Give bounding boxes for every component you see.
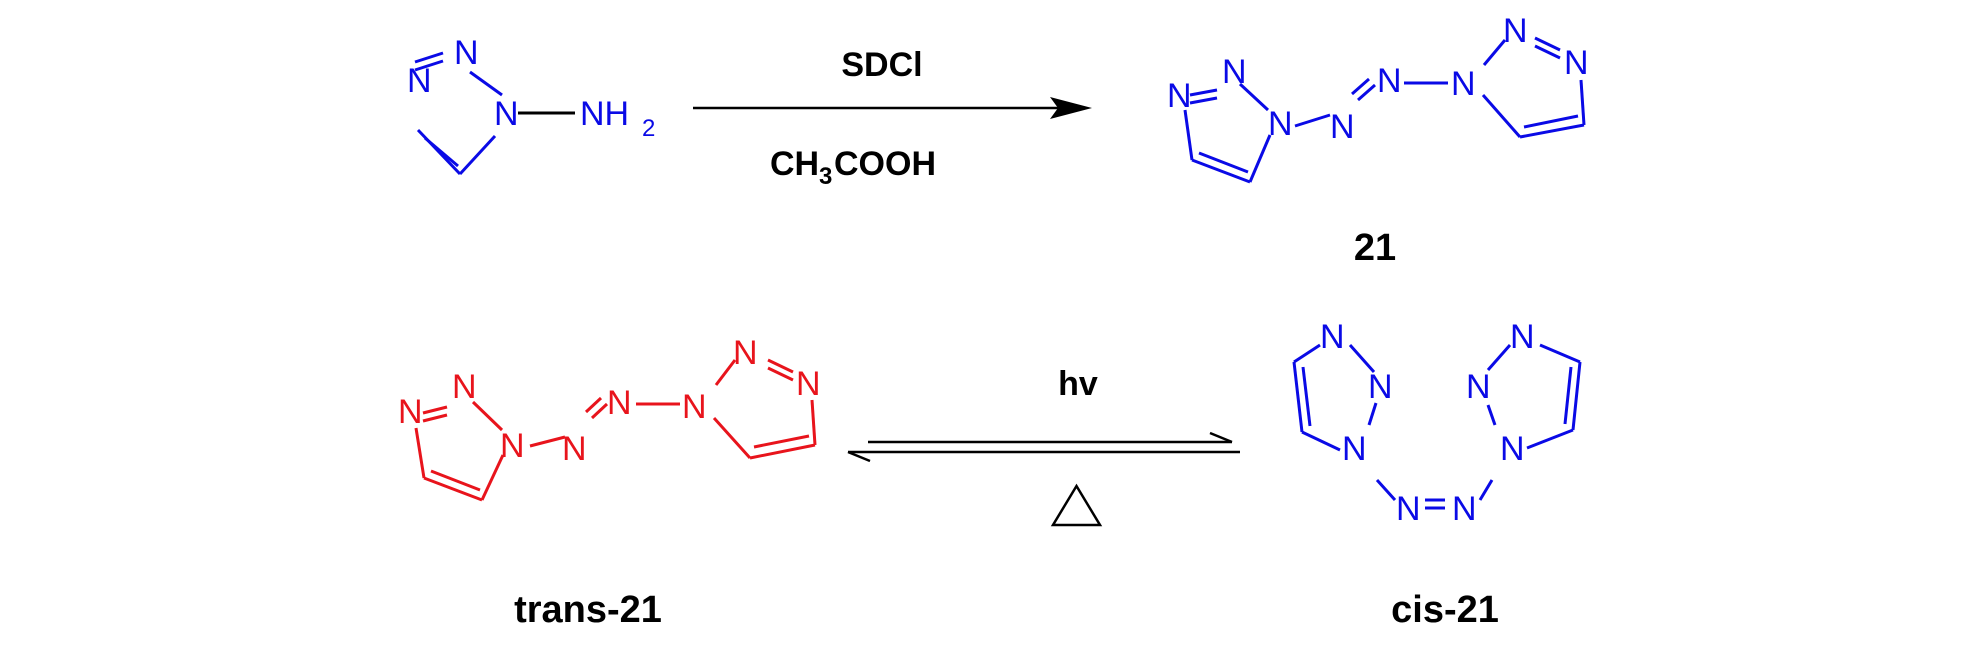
amine-nh-text: NH — [580, 95, 629, 133]
n-atom: N — [1222, 53, 1247, 91]
n-atom: N — [1396, 490, 1421, 528]
n-atom: N — [454, 34, 479, 72]
trans-21-atoms: N N N N N N N N — [398, 334, 821, 468]
equilibrium-arrows — [847, 431, 1240, 463]
compound-label-cis-21: cis-21 — [1391, 589, 1499, 631]
n-atom: N — [1342, 430, 1367, 468]
n-atom: N — [1564, 44, 1589, 82]
n-atom: N — [1377, 62, 1402, 100]
n-atom: N — [398, 393, 423, 431]
compound-label-21: 21 — [1354, 227, 1396, 269]
n-atom: N — [607, 384, 632, 422]
n-atom: N — [500, 427, 525, 465]
compound-label-trans-21: trans-21 — [514, 589, 662, 631]
n-atom: N — [682, 388, 707, 426]
reagent-cooh-text: COOH — [834, 145, 936, 183]
cis-21-atoms: N N N N N N N N — [1320, 318, 1535, 528]
reagent-subscript: 3 — [819, 163, 832, 190]
aminotriazole-atoms: N N N NH 2 — [407, 34, 655, 142]
n-atom: N — [1452, 490, 1477, 528]
n-atom: N — [1167, 77, 1192, 115]
n-atom: N — [1268, 105, 1293, 143]
condition-hv: hv — [1058, 365, 1098, 403]
n-atom: N — [796, 365, 821, 403]
n-atom: N — [1451, 65, 1476, 103]
n-atom: N — [1320, 318, 1345, 356]
n-atom: N — [1503, 12, 1528, 50]
product-21-atoms: N N N N N N N N — [1167, 12, 1589, 146]
triangle-heat-icon — [1050, 483, 1103, 527]
trans-21-structure — [414, 358, 817, 502]
n-atom: N — [452, 368, 477, 406]
reagent-ch-text: CH — [770, 145, 819, 183]
n-atom: N — [1466, 368, 1491, 406]
n-atom: N — [733, 334, 758, 372]
n-atom: N — [1330, 108, 1355, 146]
n-atom: N — [494, 95, 519, 133]
reaction-arrow-1 — [693, 97, 1092, 119]
aminotriazole-starting-material — [414, 51, 575, 176]
n-atom: N — [1368, 368, 1393, 406]
reagent-sdcl: SDCl — [841, 46, 922, 84]
n-atom: N — [1500, 430, 1525, 468]
n-atom: N — [407, 62, 432, 100]
cis-21-structure — [1292, 343, 1582, 510]
amine-subscript: 2 — [642, 115, 655, 142]
n-atom: N — [1510, 318, 1535, 356]
n-atom: N — [562, 430, 587, 468]
product-21-structure — [1183, 36, 1586, 184]
